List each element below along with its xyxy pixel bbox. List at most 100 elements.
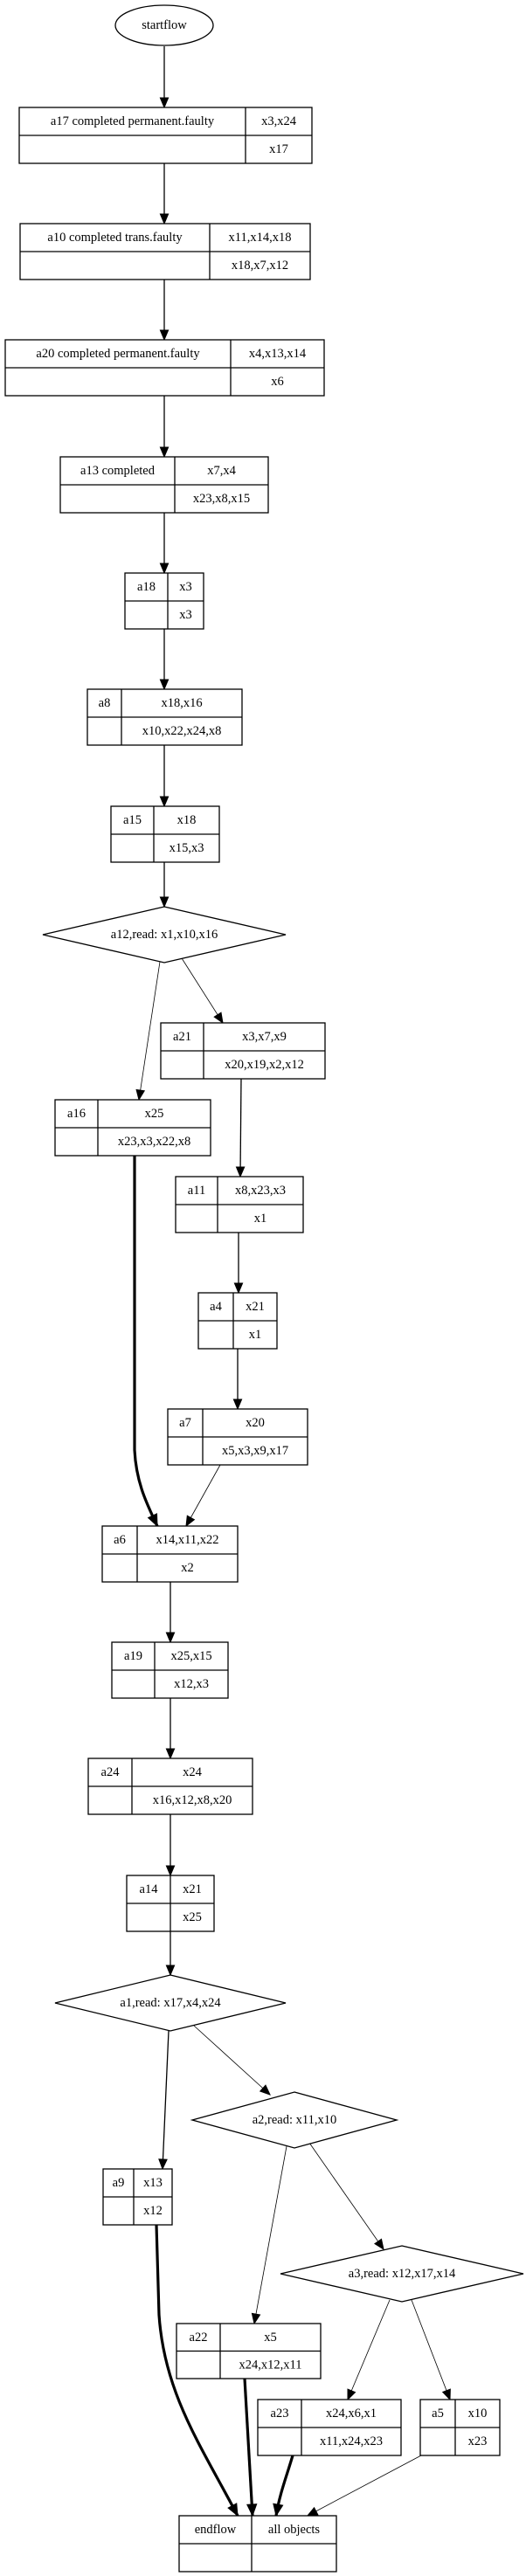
arrowhead-icon xyxy=(165,1748,176,1760)
activity-node-a22[interactable]: a22 x5 x24,x12,x11 xyxy=(176,2323,322,2379)
activity-label: a20 completed permanent.faulty xyxy=(36,347,200,361)
activity-reads: x3,x7,x9 xyxy=(242,1030,287,1044)
decision-diamond xyxy=(280,2245,524,2303)
edge-a2-to-a22 xyxy=(251,2145,287,2325)
activity-label: a16 xyxy=(67,1107,86,1121)
activity-label: a7 xyxy=(179,1416,191,1430)
activity-label: a22 xyxy=(190,2331,208,2345)
edge-line xyxy=(162,2030,170,2170)
arrowhead-icon xyxy=(233,1282,244,1295)
activity-reads: x18,x16 xyxy=(161,696,202,710)
arrowhead-icon xyxy=(374,2238,384,2251)
activity-reads: x4,x13,x14 xyxy=(249,347,307,361)
edge-a21-to-a11 xyxy=(235,1078,246,1178)
activity-label: a24 xyxy=(101,1765,121,1779)
activity-node-a19[interactable]: a19 x25,x15 x12,x3 xyxy=(111,1641,229,1699)
edge-a3-to-a5 xyxy=(411,2299,451,2401)
nodes-layer: startflow a17 completed permanent.faulty x… xyxy=(4,4,524,2573)
start-node[interactable]: startflow xyxy=(114,4,214,46)
arrowhead-icon xyxy=(159,896,170,908)
activity-node-a20[interactable]: a20 completed permanent.faulty x4,x13,x14… xyxy=(4,339,325,397)
arrowhead-icon xyxy=(147,1513,158,1528)
activity-reads: x25 xyxy=(145,1107,164,1121)
decision-node-a3[interactable]: a3,read: x12,x17,x14 xyxy=(280,2245,524,2303)
edge-a19-to-a24 xyxy=(165,1698,176,1760)
arrowhead-icon xyxy=(251,2312,261,2325)
end-label: endflow xyxy=(195,2523,237,2537)
activity-reads: x5 xyxy=(264,2331,277,2345)
edge-a22-to-endflow xyxy=(243,2378,258,2517)
edge-line xyxy=(411,2299,451,2400)
edge-a10-to-a20 xyxy=(159,280,170,342)
arrowhead-icon xyxy=(213,1012,224,1025)
edge-line xyxy=(133,1156,159,1527)
decision-diamond xyxy=(190,2091,399,2149)
arrowhead-icon xyxy=(259,2084,271,2096)
edge-a4-to-a7 xyxy=(232,1349,243,1411)
arrowhead-icon xyxy=(159,563,170,575)
decision-node-a1[interactable]: a1,read: x17,x4,x24 xyxy=(54,1974,287,2032)
activity-writes: x18,x7,x12 xyxy=(232,259,288,273)
activity-label: a21 xyxy=(173,1030,191,1044)
arrowhead-icon xyxy=(159,97,170,109)
edge-line xyxy=(308,2142,384,2250)
activity-reads: x3,x24 xyxy=(261,114,297,128)
activity-label: a5 xyxy=(432,2407,444,2421)
activity-writes: x12,x3 xyxy=(174,1677,209,1691)
arrowhead-icon xyxy=(232,1398,243,1411)
edge-a14-to-a1 xyxy=(165,1931,176,1977)
edge-line xyxy=(181,957,224,1024)
edge-a17-to-a10 xyxy=(159,163,170,225)
start-ellipse xyxy=(114,4,214,46)
decision-node-a12[interactable]: a12,read: x1,x10,x16 xyxy=(42,906,287,963)
arrowhead-icon xyxy=(159,679,170,691)
arrowhead-icon xyxy=(165,1865,176,1877)
edges-layer xyxy=(133,46,451,2517)
activity-reads: x25,x15 xyxy=(170,1649,211,1663)
activity-node-a17[interactable]: a17 completed permanent.faulty x3,x24 x17 xyxy=(18,107,313,164)
edge-a5-to-endflow xyxy=(306,2455,422,2517)
arrowhead-icon xyxy=(185,1515,196,1528)
activity-label: a8 xyxy=(99,696,111,710)
activity-node-a21[interactable]: a21 x3,x7,x9 x20,x19,x2,x12 xyxy=(160,1022,326,1080)
arrowhead-icon xyxy=(441,2388,451,2401)
edge-a13-to-a18 xyxy=(159,513,170,575)
activity-writes: x3 xyxy=(179,608,192,622)
edge-a6-to-a19 xyxy=(165,1582,176,1644)
activity-label: a17 completed permanent.faulty xyxy=(51,114,215,128)
activity-reads: x21 xyxy=(246,1300,265,1314)
activity-writes: x17 xyxy=(269,142,288,156)
edge-a2-to-a3 xyxy=(308,2142,384,2251)
decision-node-a2[interactable]: a2,read: x11,x10 xyxy=(190,2091,399,2149)
edge-a3-to-a23 xyxy=(347,2299,391,2401)
arrowhead-icon xyxy=(347,2388,356,2401)
activity-reads: x24,x6,x1 xyxy=(326,2407,377,2421)
activity-writes: x1 xyxy=(254,1212,267,1226)
edge-line xyxy=(253,2145,287,2324)
activity-reads: x21 xyxy=(183,1882,202,1896)
activity-reads: x7,x4 xyxy=(207,464,236,478)
activity-writes: x24,x12,x11 xyxy=(239,2358,302,2372)
activity-writes: x20,x19,x2,x12 xyxy=(225,1058,304,1072)
edge-a1-to-a9 xyxy=(158,2030,170,2171)
edge-a12-to-a21 xyxy=(181,957,224,1025)
activity-label: a19 xyxy=(124,1649,142,1663)
activity-reads: x13 xyxy=(143,2176,163,2190)
activity-reads: x20 xyxy=(246,1416,265,1430)
